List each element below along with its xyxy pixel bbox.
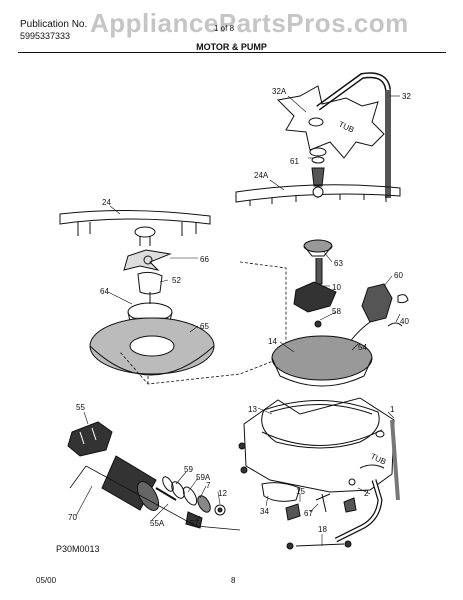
callout-63: 63 xyxy=(334,259,343,268)
sump-gasket xyxy=(261,399,380,449)
chopper-blade xyxy=(123,249,172,271)
callout-14: 14 xyxy=(268,337,277,346)
callout-58: 58 xyxy=(332,307,341,316)
filter-screen xyxy=(89,317,215,376)
hardware xyxy=(238,442,357,550)
supply-tube xyxy=(308,72,391,198)
callout-10: 10 xyxy=(332,283,341,292)
callout-1: 1 xyxy=(390,405,395,414)
callout-24a: 24A xyxy=(254,171,269,180)
section-title: MOTOR & PUMP xyxy=(196,42,267,52)
footer-date: 05/00 xyxy=(36,576,57,585)
pump-motor xyxy=(101,455,177,511)
callout-13: 13 xyxy=(248,405,257,414)
page-of: 1 of 8 xyxy=(214,24,235,33)
publication-label: Publication No. xyxy=(20,19,88,30)
callout-2: 2 xyxy=(364,489,369,498)
seal-stack xyxy=(162,476,226,529)
callout-55a: 55A xyxy=(150,519,165,528)
coarse-filter xyxy=(271,335,373,387)
tub-section-upper xyxy=(276,85,385,159)
callout-54: 54 xyxy=(358,343,367,352)
callout-55: 55 xyxy=(76,403,85,412)
callout-7: 7 xyxy=(206,481,211,490)
header-rule xyxy=(18,52,446,53)
callout-12: 12 xyxy=(218,489,227,498)
spray-nozzle xyxy=(309,147,327,198)
callout-61: 61 xyxy=(290,157,299,166)
model-code: P30M0013 xyxy=(56,544,100,554)
tub-label-lower: TUB xyxy=(369,452,387,467)
pump-assembly xyxy=(293,239,337,328)
callout-18: 18 xyxy=(318,525,327,534)
callout-64: 64 xyxy=(100,287,109,296)
callout-60: 60 xyxy=(394,271,403,280)
upper-spray-arm xyxy=(235,184,401,206)
callout-34: 34 xyxy=(260,507,269,516)
watermark: AppliancePartsPros.com xyxy=(90,8,409,38)
callout-24: 24 xyxy=(102,198,111,207)
tub-label-upper: TUB xyxy=(337,120,355,135)
callout-15: 15 xyxy=(296,487,305,496)
drain-hose xyxy=(334,419,400,543)
callout-67: 67 xyxy=(304,509,313,518)
publication-number: 5995337333 xyxy=(20,31,71,41)
leader-lines xyxy=(75,95,401,546)
callouts: 32A 32 61 24A 24 66 63 52 64 65 10 60 40… xyxy=(68,87,411,534)
page-number: 8 xyxy=(231,576,236,585)
tub-section-lower xyxy=(243,397,395,493)
motor-relay xyxy=(67,421,113,457)
callout-40: 40 xyxy=(400,317,409,326)
callout-65: 65 xyxy=(200,322,209,331)
callout-70: 70 xyxy=(68,513,77,522)
callout-57: 57 xyxy=(190,519,199,528)
callout-59: 59 xyxy=(184,465,193,474)
callout-52: 52 xyxy=(172,276,181,285)
filter-pin xyxy=(137,271,163,304)
callout-66: 66 xyxy=(200,255,209,264)
callout-59a: 59A xyxy=(196,473,211,482)
lower-spray-arm xyxy=(59,209,211,246)
callout-32: 32 xyxy=(402,92,411,101)
callout-32a: 32A xyxy=(272,87,287,96)
